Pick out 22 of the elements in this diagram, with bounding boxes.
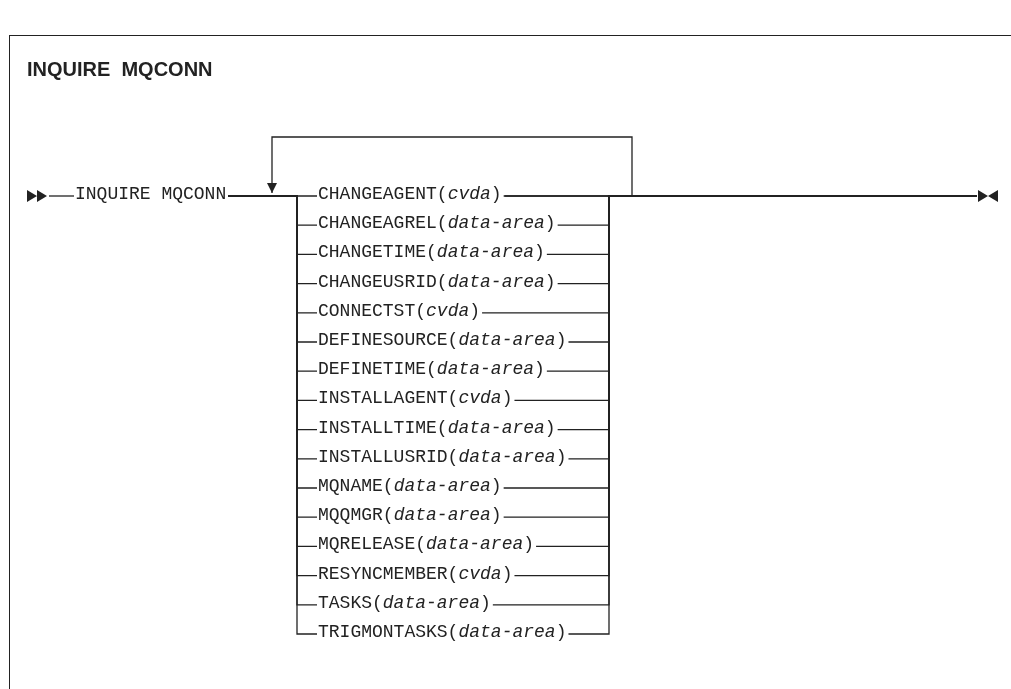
start-marker-icon	[27, 190, 47, 202]
option-keyword: TRIGMONTASKS(data-area)	[318, 622, 567, 646]
option-keyword: DEFINETIME(data-area)	[318, 359, 545, 384]
option-keyword: INSTALLUSRID(data-area)	[318, 446, 567, 471]
option-keyword: INSTALLTIME(data-area)	[318, 417, 556, 442]
option-keyword: CONNECTST(cvda)	[318, 300, 481, 325]
syntax-path-line	[48, 195, 75, 197]
option-keyword: CHANGEUSRID(data-area)	[318, 271, 556, 296]
option-keyword: MQRELEASE(data-area)	[318, 534, 535, 559]
option-keyword: CHANGEAGENT(cvda)	[318, 184, 502, 208]
option-keyword: INSTALLAGENT(cvda)	[318, 388, 513, 413]
diagram-title: INQUIRE MQCONN	[27, 58, 213, 81]
option-keyword: TASKS(data-area)	[318, 592, 491, 617]
option-keyword: CHANGEAGREL(data-area)	[318, 213, 556, 238]
option-keyword: DEFINESOURCE(data-area)	[318, 330, 567, 354]
syntax-path-line	[267, 136, 633, 197]
option-keyword: CHANGETIME(data-area)	[318, 242, 545, 267]
command-keyword: INQUIRE MQCONN	[75, 184, 227, 208]
option-keyword: MQQMGR(data-area)	[318, 505, 502, 530]
option-keyword: MQNAME(data-area)	[318, 476, 502, 500]
option-keyword: RESYNCMEMBER(cvda)	[318, 563, 513, 588]
end-marker-icon	[978, 190, 998, 202]
